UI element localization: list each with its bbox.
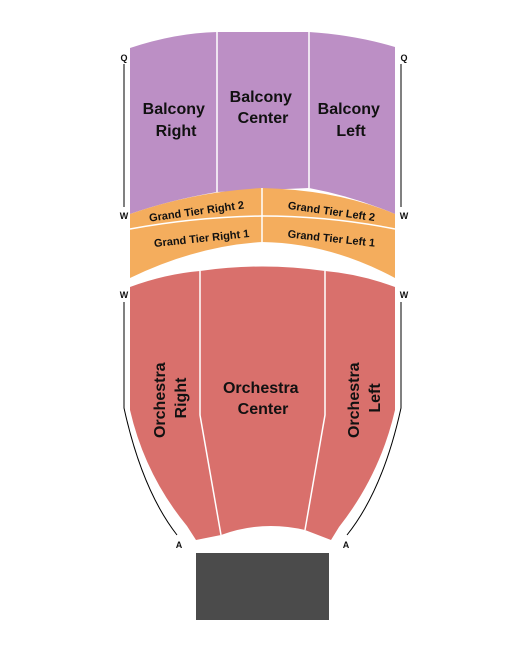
orchestra-row-line-left [123,302,178,536]
row-marker-orchestra-left-bottom: A [176,540,183,550]
row-marker-balcony-right-top: Q [400,53,407,63]
row-marker-orchestra-right-top: W [400,290,409,300]
label-balcony-center: Balcony Center [230,89,297,127]
section-orchestra-left[interactable] [305,271,395,540]
section-grand-tier-left-2[interactable] [262,188,395,229]
orchestra-level [130,266,395,540]
section-balcony-right[interactable] [130,32,217,214]
section-balcony-center[interactable] [217,32,309,192]
row-marker-lines [123,64,402,536]
label-balcony-right: Balcony Right [143,101,210,140]
row-markers: Q Q W W W W A A [120,53,409,550]
section-balcony-left[interactable] [309,32,395,214]
label-orchestra-center: Orchestra Center [223,380,303,418]
row-marker-balcony-right-bottom: W [400,211,409,221]
section-dividers [129,32,396,536]
section-orchestra-center[interactable] [200,266,325,536]
section-grand-tier-right-2[interactable] [130,188,262,229]
label-balcony-left: Balcony Left [318,101,385,140]
section-orchestra-right[interactable] [130,271,221,540]
row-marker-balcony-left-top: Q [120,53,127,63]
orchestra-row-line-right [346,302,402,536]
balcony-level [130,32,395,214]
label-orchestra-left: Orchestra Left [346,358,384,438]
row-marker-orchestra-right-bottom: A [343,540,350,550]
stage [196,553,329,620]
section-grand-tier-left-1[interactable] [262,216,395,278]
section-grand-tier-right-1[interactable] [130,216,262,278]
label-orchestra-right: Orchestra Right [152,358,190,438]
row-marker-orchestra-left-top: W [120,290,129,300]
row-marker-balcony-left-bottom: W [120,211,129,221]
grand-tier-level [130,188,395,278]
